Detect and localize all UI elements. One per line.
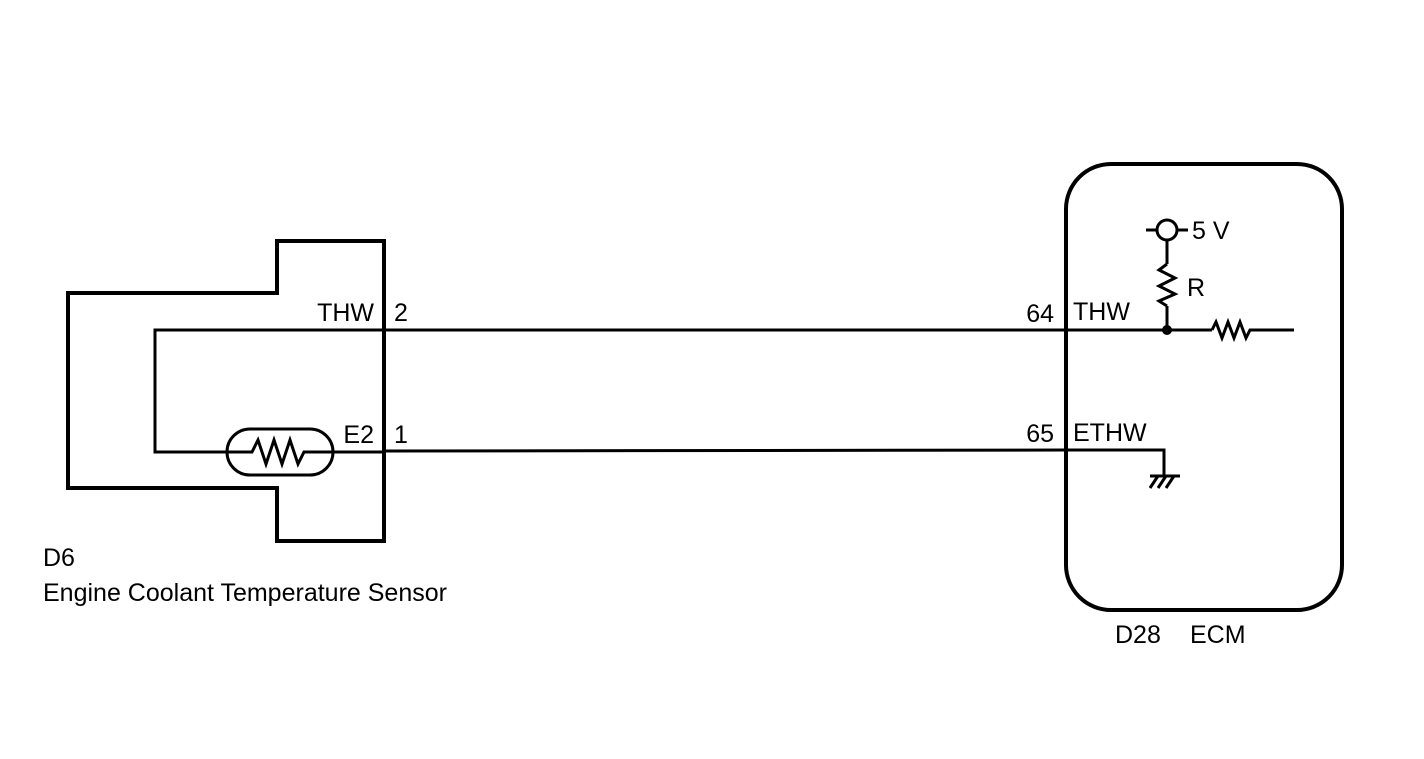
pullup-resistor-label: R [1187,274,1205,302]
sensor-code-caption: D6 [43,544,75,572]
supply-terminal-icon [1155,218,1179,242]
input-resistor-icon [1210,317,1294,343]
sensor-thw-signal-label: THW [317,299,374,327]
sensor-e2-signal-label: E2 [343,421,374,449]
ecm-thw-signal-label: THW [1073,298,1130,326]
supply-voltage-label: 5 V [1192,217,1230,245]
pullup-resistor-icon [1155,262,1179,308]
ethw-ground-wire [383,448,1067,453]
ecm-outline [1064,162,1344,612]
thermistor-resistor-icon [228,435,333,469]
ecm-ethw-internal-wire [1066,448,1166,476]
ecm-code-caption: D28 [1115,621,1161,649]
ecm-name-caption: ECM [1190,621,1246,649]
sensor-e2-pin-label: 1 [394,421,408,449]
sensor-thw-pin-label: 2 [394,299,408,327]
ecm-ethw-signal-label: ETHW [1073,419,1147,447]
sensor-connector-outline [66,239,386,543]
sensor-name-caption: Engine Coolant Temperature Sensor [43,579,447,607]
ecm-thw-pin-label: 64 [1026,300,1054,328]
ecm-ethw-pin-label: 65 [1026,420,1054,448]
sensor-internal-wire [153,328,384,454]
ground-icon [1148,474,1180,489]
